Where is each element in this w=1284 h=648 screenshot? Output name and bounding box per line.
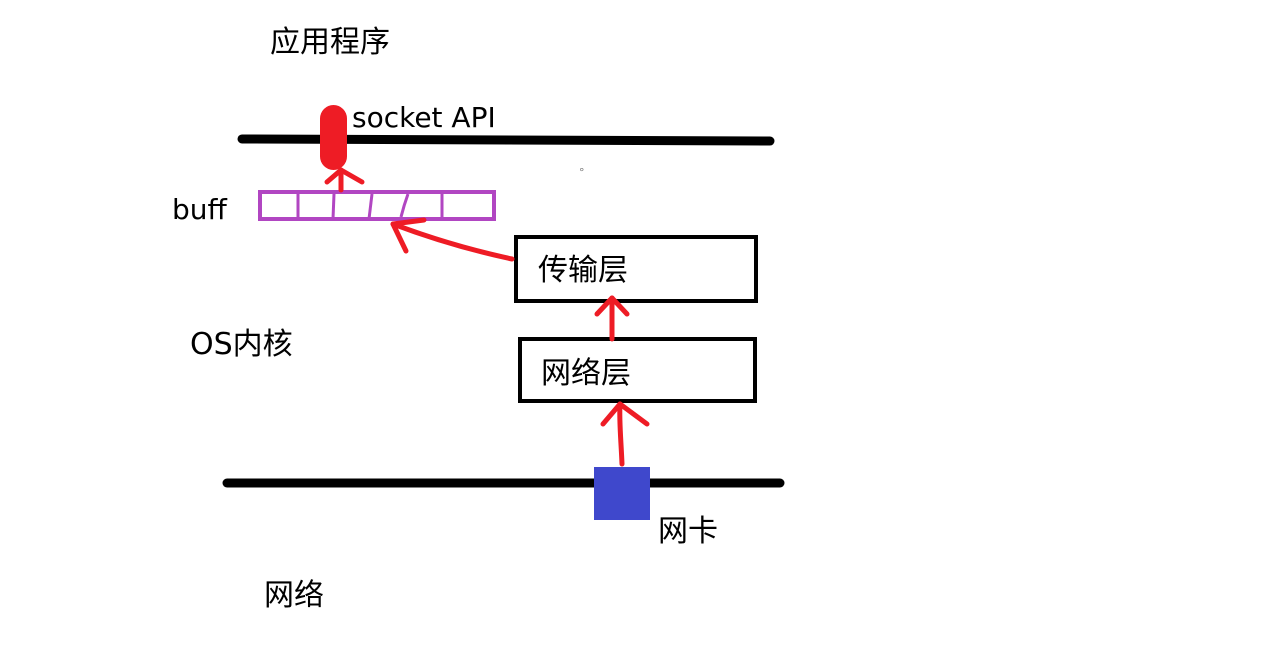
label-nic: 网卡: [658, 514, 718, 549]
label-os-kernel: OS内核: [190, 327, 293, 362]
arrow-transport-layer-to-buffer: [390, 221, 515, 262]
buffer-cell-divider: [399, 193, 410, 218]
network-layer-box: 网络层: [518, 337, 757, 403]
label-socket-api: socket API: [352, 101, 496, 134]
label-buff: buff: [172, 193, 228, 226]
label-network: 网络: [264, 578, 324, 613]
nic-block: [594, 467, 650, 520]
arrowhead-socket: [324, 167, 365, 185]
buffer-outline: [258, 190, 496, 221]
socket-marker: [320, 105, 347, 170]
transport-layer-label: 传输层: [538, 253, 628, 288]
network-layer-label: 网络层: [541, 356, 631, 391]
buffer-cell-divider: [331, 193, 336, 220]
receive-buffer: [258, 190, 496, 221]
label-application: 应用程序: [270, 25, 390, 60]
arrowhead-transport-layer: [594, 295, 630, 317]
buffer-cell-divider: [367, 193, 374, 220]
dot-mark: °: [579, 166, 585, 179]
arrowhead-buffer: [390, 217, 427, 254]
transport-layer-box: 传输层: [514, 235, 758, 303]
arrowhead-network-layer: [600, 401, 650, 427]
arrow-nic-to-network-layer: [617, 401, 625, 467]
data-flow-arrows: [324, 167, 650, 467]
